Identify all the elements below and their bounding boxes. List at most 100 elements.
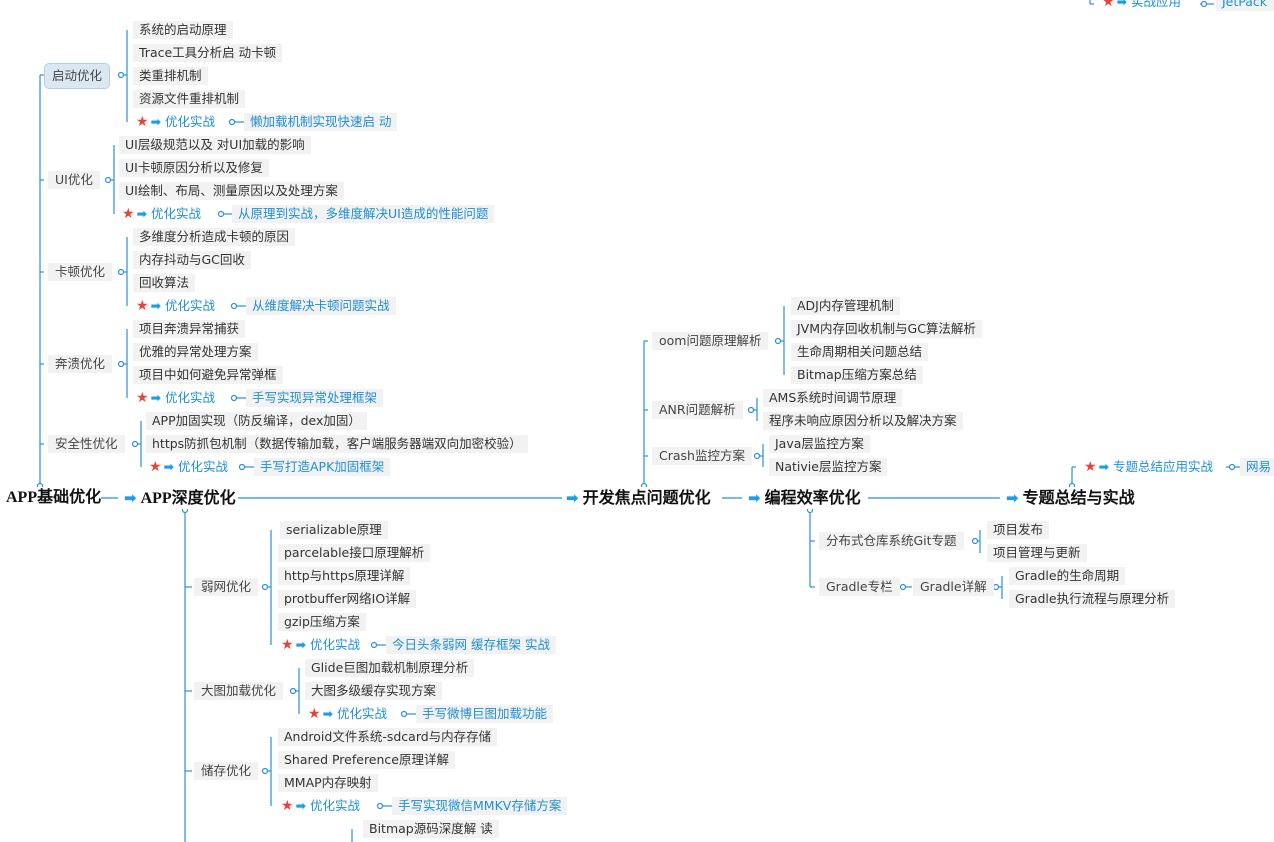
leaf-item[interactable]: Nativie层监控方案 [769, 458, 888, 476]
practice-detail-security[interactable]: 手写打造APK加固框架 [254, 458, 391, 476]
leaf-item[interactable]: Gradle的生命周期 [1009, 567, 1126, 585]
leaf-item[interactable]: UI层级规范以及 对UI加载的影响 [119, 136, 311, 154]
arrow-right-icon: ➡ [1116, 0, 1128, 9]
leaf-item[interactable]: ADJ内存管理机制 [791, 297, 900, 315]
main-node-eff-label: 编程效率优化 [764, 490, 861, 507]
leaf-item[interactable]: MMAP内存映射 [278, 774, 378, 792]
category-startup[interactable]: 启动优化 [44, 63, 111, 89]
leaf-item[interactable]: 项目奔溃异常捕获 [133, 320, 246, 338]
leaf-item[interactable]: protbuffer网络IO详解 [278, 590, 417, 608]
arrow-right-icon: ➡ [748, 489, 761, 507]
practice-label: 优化实战 [165, 390, 216, 405]
leaf-item[interactable]: 内存抖动与GC回收 [133, 251, 251, 269]
practice-detail-ui[interactable]: 从原理到实战，多维度解决UI造成的性能问题 [232, 205, 495, 223]
arrow-right-icon: ➡ [136, 206, 148, 221]
main-node-summary[interactable]: ➡专题总结与实战 [1006, 487, 1135, 509]
category-anr[interactable]: ANR问题解析 [652, 401, 743, 419]
practice-label: 优化实战 [151, 206, 202, 221]
category-weaknet[interactable]: 弱网优化 [194, 578, 259, 596]
arrow-right-icon: ➡ [1006, 489, 1019, 507]
category-git[interactable]: 分布式仓库系统Git专题 [819, 532, 964, 550]
star-icon: ★ [136, 298, 149, 314]
practice-detail-bigimage[interactable]: 手写微博巨图加载功能 [416, 705, 554, 723]
leaf-item[interactable]: gzip压缩方案 [278, 613, 366, 631]
star-icon: ★ [122, 206, 135, 222]
practice-label: 优化实战 [165, 298, 216, 313]
leaf-item[interactable]: 项目中如何避免异常弹框 [133, 366, 283, 384]
practice-node-crash[interactable]: ★➡优化实战 [132, 389, 219, 407]
leaf-item[interactable]: 项目发布 [987, 521, 1050, 539]
leaf-item[interactable]: Shared Preference原理详解 [278, 751, 455, 769]
practice-node-jank[interactable]: ★➡优化实战 [132, 297, 219, 315]
category-crash-monitor[interactable]: Crash监控方案 [652, 447, 752, 465]
practice-node-weaknet[interactable]: ★➡优化实战 [277, 636, 364, 654]
practice-detail-storage[interactable]: 手写实现微信MMKV存储方案 [392, 797, 568, 815]
practice-node-bigimage[interactable]: ★➡优化实战 [304, 705, 391, 723]
star-icon: ★ [1102, 0, 1115, 10]
leaf-item[interactable]: UI绘制、布局、测量原因以及处理方案 [119, 182, 344, 200]
leaf-item[interactable]: Gradle执行流程与原理分析 [1009, 590, 1176, 608]
category-jank[interactable]: 卡顿优化 [48, 263, 113, 281]
leaf-item[interactable]: parcelable接口原理解析 [278, 544, 431, 562]
practice-node-security[interactable]: ★➡优化实战 [145, 458, 232, 476]
practice-detail-crash[interactable]: 手写实现异常处理框架 [246, 389, 384, 407]
leaf-item[interactable]: https防抓包机制（数据传输加载，客户端服务器端双向加密校验） [146, 435, 528, 453]
practice-node-summary[interactable]: ★➡专题总结应用实战 [1080, 458, 1217, 476]
category-oom[interactable]: oom问题原理解析 [652, 332, 769, 350]
practice-detail-startup[interactable]: 懒加载机制实现快速启 动 [244, 113, 398, 131]
practice-detail-top[interactable]: JetPack [1216, 0, 1274, 11]
practice-node-storage[interactable]: ★➡优化实战 [277, 797, 364, 815]
practice-detail-jank[interactable]: 从维度解决卡顿问题实战 [246, 297, 396, 315]
practice-label: 优化实战 [310, 798, 361, 813]
leaf-item[interactable]: JVM内存回收机制与GC算法解析 [791, 320, 982, 338]
practice-label: 优化实战 [310, 637, 361, 652]
arrow-right-icon: ➡ [163, 459, 175, 474]
main-node-dev[interactable]: ➡开发焦点问题优化 [566, 487, 711, 509]
star-icon: ★ [281, 798, 294, 814]
leaf-item[interactable]: 程序未响应原因分析以及解决方案 [763, 412, 963, 430]
category-ui[interactable]: UI优化 [48, 171, 100, 189]
leaf-item[interactable]: 回收算法 [133, 274, 196, 292]
leaf-item[interactable]: 生命周期相关问题总结 [791, 343, 929, 361]
star-icon: ★ [136, 114, 149, 130]
leaf-item[interactable]: 系统的启动原理 [133, 21, 233, 39]
practice-detail-summary[interactable]: 网易 [1240, 458, 1274, 476]
leaf-item[interactable]: serializable原理 [280, 521, 388, 539]
leaf-item[interactable]: Bitmap压缩方案总结 [791, 366, 923, 384]
category-bigimage[interactable]: 大图加载优化 [194, 682, 284, 700]
main-node-deep[interactable]: ➡APP深度优化 [124, 487, 236, 509]
leaf-item[interactable]: UI卡顿原因分析以及修复 [119, 159, 269, 177]
arrow-right-icon: ➡ [150, 390, 162, 405]
category-storage[interactable]: 储存优化 [194, 762, 259, 780]
leaf-item[interactable]: Bitmap源码深度解 读 [363, 820, 499, 838]
leaf-item[interactable]: AMS系统时间调节原理 [763, 389, 903, 407]
practice-node-ui[interactable]: ★➡优化实战 [118, 205, 205, 223]
practice-node-top[interactable]: ★➡实战应用 [1098, 0, 1185, 11]
category-gradle[interactable]: Gradle专栏 [819, 578, 900, 596]
leaf-item[interactable]: 大图多级缓存实现方案 [305, 682, 443, 700]
leaf-item[interactable]: Trace工具分析启 动卡顿 [133, 44, 283, 62]
star-icon: ★ [308, 706, 321, 722]
leaf-item[interactable]: 项目管理与更新 [987, 544, 1087, 562]
main-node-root[interactable]: APP基础优化 [6, 487, 102, 509]
category-crash[interactable]: 奔溃优化 [48, 355, 113, 373]
leaf-item[interactable]: 多维度分析造成卡顿的原因 [133, 228, 296, 246]
leaf-item[interactable]: http与https原理详解 [278, 567, 411, 585]
star-icon: ★ [281, 637, 294, 653]
arrow-right-icon: ➡ [150, 114, 162, 129]
leaf-item[interactable]: 资源文件重排机制 [133, 90, 246, 108]
leaf-item[interactable]: Glide巨图加载机制原理分析 [305, 659, 475, 677]
leaf-item[interactable]: 类重排机制 [133, 67, 208, 85]
leaf-item[interactable]: 优雅的异常处理方案 [133, 343, 258, 361]
practice-label: 实战应用 [1131, 0, 1182, 9]
practice-detail-weaknet[interactable]: 今日头条弱网 缓存框架 实战 [386, 636, 556, 654]
subcategory-gradle-detail[interactable]: Gradle详解 [913, 578, 994, 596]
leaf-item[interactable]: APP加固实现（防反编译，dex加固） [146, 412, 367, 430]
category-security[interactable]: 安全性优化 [48, 435, 125, 453]
arrow-right-icon: ➡ [150, 298, 162, 313]
practice-node-startup[interactable]: ★➡优化实战 [132, 113, 219, 131]
leaf-item[interactable]: Java层监控方案 [769, 435, 870, 453]
main-node-eff[interactable]: ➡编程效率优化 [748, 487, 861, 509]
leaf-item[interactable]: Android文件系统-sdcard与内存存储 [278, 728, 498, 746]
